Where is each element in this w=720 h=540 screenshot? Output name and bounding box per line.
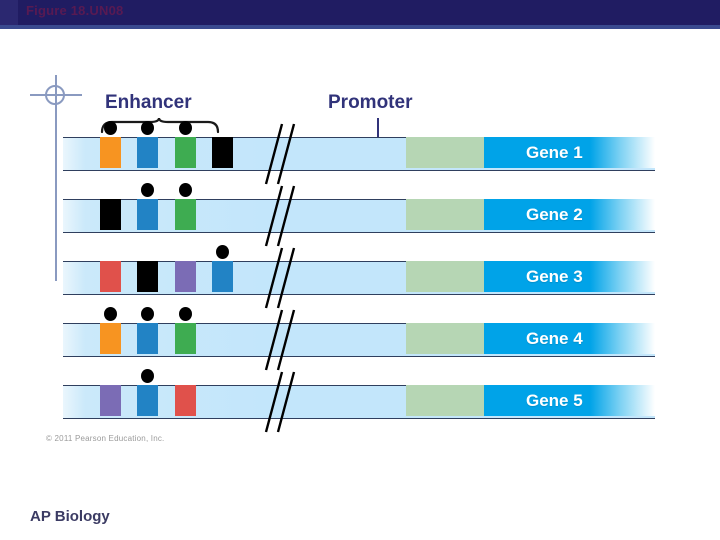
copyright-notice: © 2011 Pearson Education, Inc. <box>46 434 165 443</box>
control-element-box <box>100 199 121 230</box>
activator-protein-dot <box>141 307 154 321</box>
activator-protein-dot <box>141 183 154 197</box>
gene-label: Gene 2 <box>526 205 583 224</box>
control-element-box <box>137 199 158 230</box>
title-bar-underline <box>0 25 720 29</box>
activator-protein-dot <box>179 183 192 197</box>
control-element-box <box>100 323 121 354</box>
title-bar-left-edge <box>0 0 18 25</box>
control-element-box <box>175 323 196 354</box>
promoter-region <box>406 137 484 168</box>
title-bar <box>0 0 720 25</box>
control-element-box <box>137 323 158 354</box>
course-footer-label: AP Biology <box>30 508 110 525</box>
promoter-label: Promoter <box>328 92 413 113</box>
activator-protein-dot <box>179 307 192 321</box>
control-element-box <box>212 137 233 168</box>
gene-region <box>484 323 655 354</box>
gene-label: Gene 5 <box>526 391 583 410</box>
control-element-box <box>137 137 158 168</box>
promoter-region <box>406 199 484 230</box>
activator-protein-dot <box>104 307 117 321</box>
promoter-region <box>406 323 484 354</box>
promoter-region <box>406 261 484 292</box>
control-element-box <box>212 261 233 292</box>
control-element-box <box>100 385 121 416</box>
control-element-box <box>100 261 121 292</box>
activator-protein-dot <box>141 369 154 383</box>
activator-protein-dot <box>141 121 154 135</box>
enhancer-label: Enhancer <box>105 92 192 113</box>
gene-region <box>484 137 655 168</box>
control-element-box <box>100 137 121 168</box>
activator-protein-dot <box>216 245 229 259</box>
gene-region <box>484 385 655 416</box>
registration-circle-icon <box>45 85 65 105</box>
control-element-box <box>175 199 196 230</box>
control-element-box <box>137 261 158 292</box>
control-element-box <box>175 385 196 416</box>
activator-protein-dot <box>179 121 192 135</box>
gene-label: Gene 1 <box>526 143 583 162</box>
registration-vertical-line <box>55 75 57 281</box>
promoter-region <box>406 385 484 416</box>
activator-protein-dot <box>104 121 117 135</box>
gene-region <box>484 199 655 230</box>
gene-label: Gene 4 <box>526 329 583 348</box>
figure-title: Figure 18.UN08 <box>26 3 124 18</box>
gene-region <box>484 261 655 292</box>
control-element-box <box>175 137 196 168</box>
control-element-box <box>175 261 196 292</box>
gene-label: Gene 3 <box>526 267 583 286</box>
control-element-box <box>137 385 158 416</box>
